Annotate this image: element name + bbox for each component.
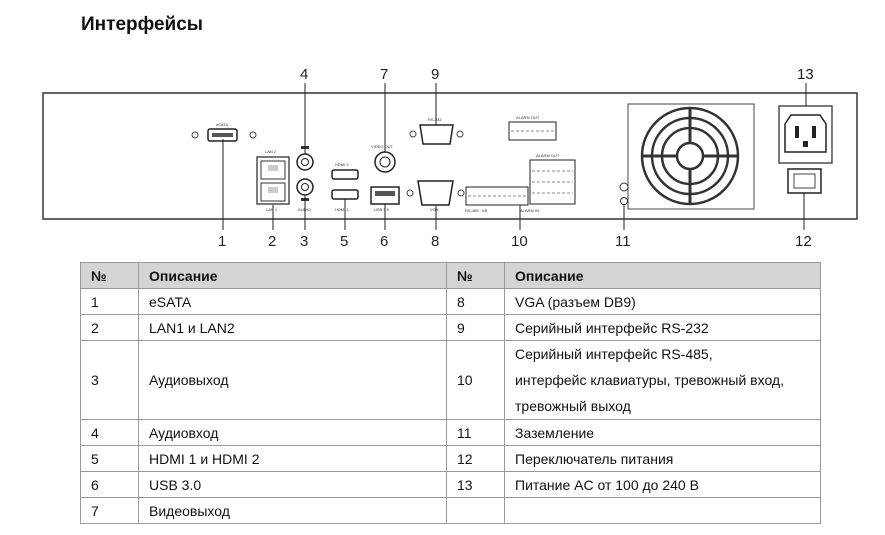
lan2-label: LAN 2 xyxy=(265,149,277,154)
cell-description: USB 3.0 xyxy=(138,471,447,498)
alarm-out-top-label: ALARM OUT xyxy=(516,115,540,120)
power-socket xyxy=(784,114,827,153)
cell-line: тревожный выход xyxy=(515,398,631,414)
cell-number: 3 xyxy=(80,340,139,420)
header-description: Описание xyxy=(504,262,821,289)
lan1-label: LAN 1 xyxy=(266,207,278,212)
hdmi1-label: HDMI 1 xyxy=(335,207,349,212)
cell-number: 7 xyxy=(80,497,139,524)
cell-description xyxy=(504,497,821,524)
usb-label: USB 3.0 xyxy=(374,207,390,212)
header-description: Описание xyxy=(138,262,447,289)
callout-2: 2 xyxy=(268,233,276,250)
cell-description: Аудиовход xyxy=(138,419,447,446)
cell-number: 12 xyxy=(446,445,505,472)
table-row: 4 Аудиовход 11 Заземление xyxy=(80,419,821,446)
cell-number xyxy=(446,497,505,524)
callout-1: 1 xyxy=(218,233,226,250)
cell-description: VGA (разъем DB9) xyxy=(504,288,821,315)
cell-description: Видеовыход xyxy=(138,497,447,524)
cell-number: 11 xyxy=(446,419,505,446)
callout-3: 3 xyxy=(300,233,308,250)
rs485-label: RS-485 xyxy=(465,208,479,213)
cell-line: интерфейс клавиатуры, тревожный вход, xyxy=(515,372,784,388)
vga-port xyxy=(417,180,454,206)
cell-description: Питание AC от 100 до 240 В xyxy=(504,471,821,498)
table-row: 2 LAN1 и LAN2 9 Серийный интерфейс RS-23… xyxy=(80,314,821,341)
hdmi2-label: HDMI 2 xyxy=(335,162,349,167)
cell-description: Аудиовыход xyxy=(138,340,447,420)
cell-number: 4 xyxy=(80,419,139,446)
hdmi2-port xyxy=(331,169,359,180)
interfaces-table: № Описание № Описание 1 eSATA 8 VGA (раз… xyxy=(80,262,821,524)
alarm-in-label: ALARM IN xyxy=(520,208,539,213)
hdmi1-port xyxy=(331,189,359,200)
callout-7: 7 xyxy=(380,66,388,83)
audio-label: AUDIO xyxy=(298,207,311,212)
callout-11: 11 xyxy=(615,233,631,250)
callout-8: 8 xyxy=(431,233,439,250)
kb-label: KB xyxy=(482,208,488,213)
cell-description: Заземление xyxy=(504,419,821,446)
header-number: № xyxy=(446,262,505,289)
section-title: Интерфейсы xyxy=(81,14,204,35)
table-row: 1 eSATA 8 VGA (разъем DB9) xyxy=(80,288,821,315)
cell-number: 13 xyxy=(446,471,505,498)
callout-4: 4 xyxy=(300,66,308,83)
cell-number: 9 xyxy=(446,314,505,341)
alarm-out-label: ALARM OUT xyxy=(536,153,560,158)
table-row: 6 USB 3.0 13 Питание AC от 100 до 240 В xyxy=(80,471,821,498)
screw-left xyxy=(191,131,199,139)
header-number: № xyxy=(80,262,139,289)
cell-description: Переключатель питания xyxy=(504,445,821,472)
rs232-label: RS-232 xyxy=(428,117,442,122)
rs232-port xyxy=(419,124,454,145)
cell-number: 5 xyxy=(80,445,139,472)
cell-number: 6 xyxy=(80,471,139,498)
cell-description: HDMI 1 и HDMI 2 xyxy=(138,445,447,472)
cell-number: 8 xyxy=(446,288,505,315)
rear-panel-diagram: eSATA LAN 2 LAN 1 AUDIO HDMI 2 HDMI 1 VI… xyxy=(42,66,858,250)
cell-description-multiline: Серийный интерфейс RS-485, интерфейс кла… xyxy=(504,340,821,420)
cell-line: Серийный интерфейс RS-485, xyxy=(515,346,713,362)
video-out-label: VIDEO OUT xyxy=(371,144,394,149)
cell-description: eSATA xyxy=(138,288,447,315)
cell-number: 2 xyxy=(80,314,139,341)
cell-description: Серийный интерфейс RS-232 xyxy=(504,314,821,341)
table-row: 3 Аудиовыход 10 Серийный интерфейс RS-48… xyxy=(80,340,821,420)
callout-5: 5 xyxy=(340,233,348,250)
callout-10: 10 xyxy=(511,233,528,250)
callout-9: 9 xyxy=(431,66,439,83)
cell-number: 10 xyxy=(446,340,505,420)
callout-13: 13 xyxy=(797,66,814,83)
screw-right xyxy=(249,131,257,139)
cell-number: 1 xyxy=(80,288,139,315)
table-row: 5 HDMI 1 и HDMI 2 12 Переключатель питан… xyxy=(80,445,821,472)
callout-6: 6 xyxy=(380,233,388,250)
esata-label: eSATA xyxy=(216,122,228,127)
vga-label: VGA xyxy=(430,207,439,212)
table-row: 7 Видеовыход xyxy=(80,497,821,524)
cell-description: LAN1 и LAN2 xyxy=(138,314,447,341)
callout-12: 12 xyxy=(795,233,812,250)
table-header-row: № Описание № Описание xyxy=(80,262,821,289)
rs485-kb-terminal xyxy=(465,186,529,206)
